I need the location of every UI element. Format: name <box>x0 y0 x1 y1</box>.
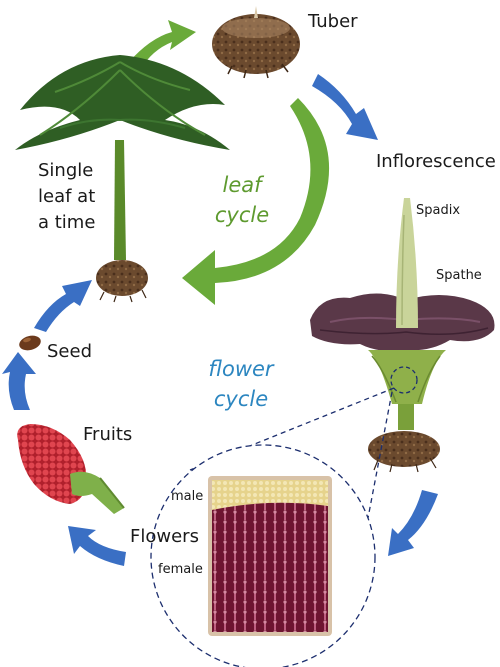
spadix-shape <box>396 198 418 328</box>
female-flowers-zone <box>212 502 328 632</box>
zoom-source-circle <box>390 366 418 394</box>
arrow-tuber-to-flowers <box>388 490 438 556</box>
flower-cycle-arrows <box>2 74 438 566</box>
label-flowers: Flowers <box>130 526 199 547</box>
label-spadix: Spadix <box>416 203 461 218</box>
inflorescence-image <box>310 198 495 473</box>
leaf-cycle-line2: cycle <box>214 203 270 227</box>
arrow-tuber-to-leaf <box>182 98 330 305</box>
seed-image <box>19 335 41 351</box>
arrow-fruits-to-seed <box>2 352 36 410</box>
tuber-image <box>212 6 300 79</box>
label-inflorescence: Inflorescence <box>376 151 496 172</box>
fruits-image <box>17 424 125 514</box>
arrow-seed-to-leaf-tuber <box>34 280 92 332</box>
male-flowers-zone <box>212 480 328 510</box>
label-fruits: Fruits <box>83 424 133 445</box>
arrow-flowers-to-fruits <box>68 526 126 566</box>
label-single-leaf-1: Single <box>38 160 94 181</box>
label-tuber: Tuber <box>308 11 358 32</box>
flower-cycle-line2: cycle <box>213 387 269 411</box>
flower-cycle-line1: flower <box>208 357 274 381</box>
label-seed: Seed <box>47 341 92 362</box>
flower-cycle-title: flower cycle <box>200 354 282 414</box>
label-single-leaf-3: a time <box>38 212 96 233</box>
label-single-leaf-2: leaf at <box>38 186 96 207</box>
flowers-magnified <box>150 444 376 667</box>
leaf-cycle-line1: leaf <box>222 173 262 197</box>
label-spathe: Spathe <box>436 268 482 283</box>
label-female: female <box>158 562 203 577</box>
leaf-cycle-title: leaf cycle <box>210 170 274 230</box>
arrow-leaf-to-tuber <box>128 20 196 70</box>
leaf-cycle-arrows <box>128 20 330 305</box>
arrow-tuber-to-inflorescence <box>312 74 378 140</box>
single-leaf-plant <box>15 55 230 303</box>
label-male: male <box>171 489 204 504</box>
